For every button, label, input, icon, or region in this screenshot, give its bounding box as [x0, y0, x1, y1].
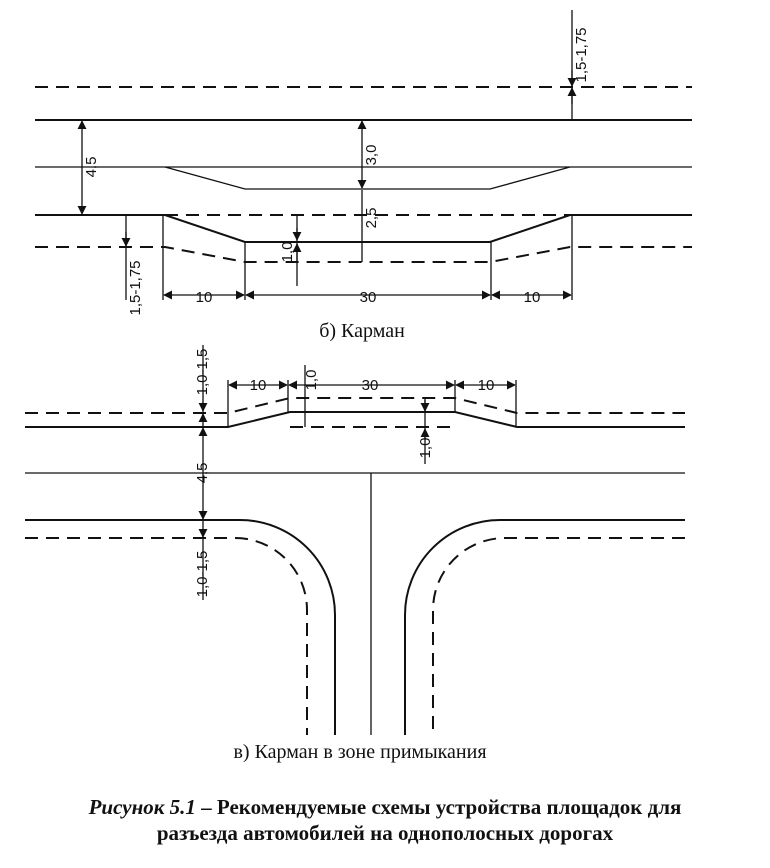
- dim-bottom-shoulder: 1,0-1,5: [194, 551, 211, 598]
- bottom-shoulder-edge: [35, 246, 692, 263]
- dim-length: 30: [360, 289, 377, 306]
- carriageway-bottom-right-edge: [404, 519, 685, 735]
- dim-taper-right: 10: [478, 377, 495, 394]
- dim-length: 30: [362, 377, 379, 394]
- caption-junction-pocket: в) Карман в зоне примыкания: [233, 741, 486, 763]
- figure-title-line2: разъезда автомобилей на однополосных дор…: [157, 821, 614, 845]
- dim-lower-half: 2,5: [363, 208, 380, 229]
- dim-top-shoulder: 1,5-1,75: [573, 27, 590, 82]
- dim-bottom-shoulder: 1,5-1,75: [127, 260, 144, 315]
- caption-pocket: б) Карман: [319, 320, 405, 342]
- dim-taper-left: 10: [196, 289, 213, 306]
- pocket-inner-trapezoid: [164, 166, 571, 190]
- figure-title-line1: Рисунок 5.1 – Рекомендуемые схемы устрой…: [88, 795, 682, 819]
- diagram-junction-pocket: 10 30 10 1,0 1,0 1,0-1,5 4,5 1,0-1,5 в) …: [25, 345, 685, 763]
- dim-taper-left: 10: [250, 377, 267, 394]
- dim-road-width: 4,5: [194, 463, 211, 484]
- carriageway-top-edge: [25, 411, 685, 428]
- bottom-shoulder-right: [432, 537, 685, 735]
- dim-taper-right: 10: [524, 289, 541, 306]
- figure-number: Рисунок 5.1: [88, 795, 196, 819]
- carriageway-bottom-edge: [35, 214, 692, 243]
- figure-title-text: – Рекомендуемые схемы устройства площадо…: [196, 795, 681, 819]
- carriageway-bottom-left-edge: [25, 519, 336, 735]
- dim-pocket-top: 1,0: [303, 370, 320, 391]
- dim-pocket-width: 1,0: [279, 242, 296, 263]
- dim-upper-half: 3,0: [363, 145, 380, 166]
- dim-road-width: 4,5: [83, 157, 100, 178]
- top-shoulder-edge: [25, 397, 685, 414]
- dim-top-shoulder: 1,0-1,5: [194, 349, 211, 396]
- diagram-pocket: 1,5-1,75 4,5 3,0 2,5 1,0 1,5-1,75 10 30 …: [35, 10, 692, 342]
- dim-pocket-side: 1,0: [417, 438, 434, 459]
- bottom-shoulder-left: [25, 537, 308, 735]
- figure-title: Рисунок 5.1 – Рекомендуемые схемы устрой…: [88, 795, 682, 845]
